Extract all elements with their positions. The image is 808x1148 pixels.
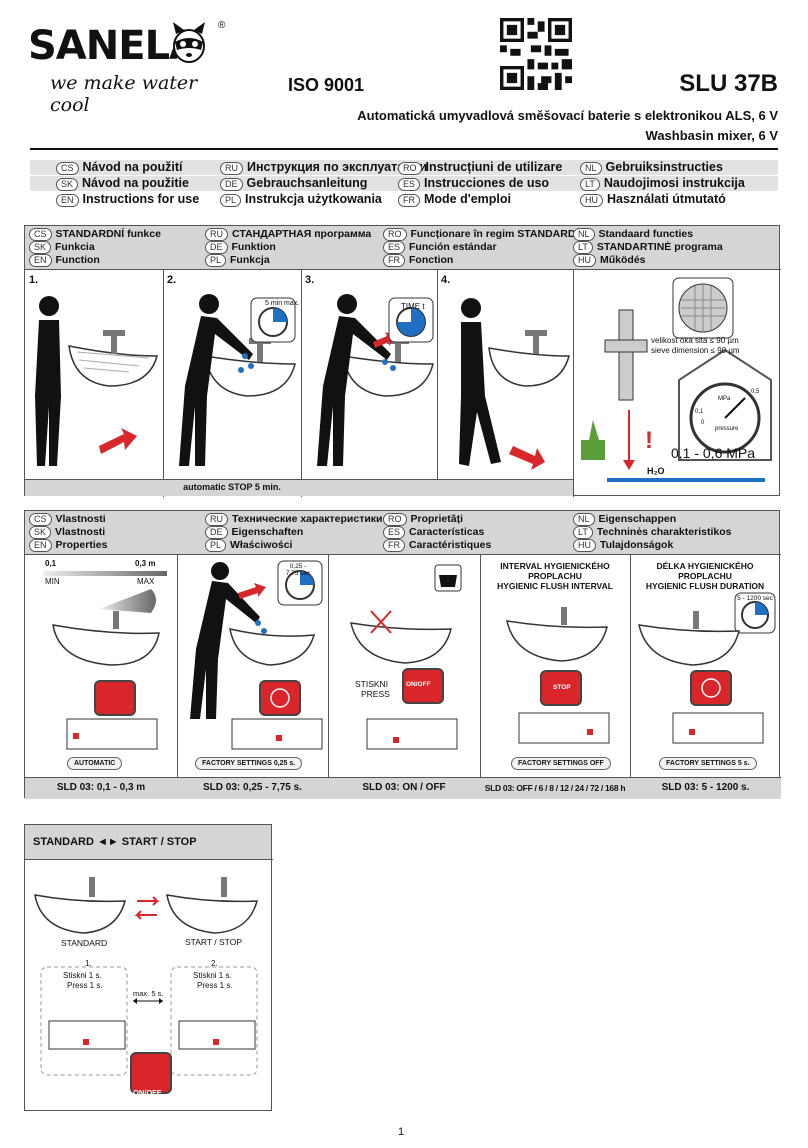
- step-number: 3.: [305, 274, 315, 286]
- step-number: 1.: [29, 274, 39, 286]
- step-number: 2.: [167, 274, 177, 286]
- press-cs: STISKNI: [355, 679, 389, 689]
- standard-header: STANDARD ◄► START / STOP: [25, 825, 271, 859]
- duration-title: PROPLACHU: [678, 571, 732, 581]
- person-leaving-illustration: [459, 298, 570, 470]
- interval-illustration: [506, 607, 610, 744]
- tagline: we make water cool: [50, 72, 198, 116]
- subtitle-cs: Automatická umyvadlová směšovací baterie…: [357, 108, 778, 123]
- svg-text:!: !: [645, 427, 653, 454]
- max-time: max. 5 s.: [133, 989, 164, 998]
- timer-range: 0,25 - 7,75 sec: [285, 563, 311, 577]
- duration-title: DÉLKA HYGIENICKÉHO: [656, 561, 754, 571]
- mode-pill: FACTORY SETTINGS OFF: [511, 757, 611, 770]
- timer-label: TIME t: [401, 302, 425, 311]
- standard-section: STANDARD ◄► START / STOP STANDARD START …: [24, 824, 273, 1111]
- gauge-label: pressure: [715, 426, 739, 432]
- page-number: 1: [398, 1126, 405, 1138]
- range-min-value: 0,1: [45, 559, 57, 568]
- step-number: 4.: [441, 274, 451, 286]
- registered-mark: ®: [218, 20, 226, 31]
- standard-title: STANDARD ◄► START / STOP: [33, 836, 197, 848]
- press-en: Press 1 s.: [197, 981, 233, 990]
- spec-footer: SLD 03: OFF / 6 / 8 / 12 / 24 / 72 / 168…: [484, 783, 626, 793]
- mode-pill: AUTOMATIC: [67, 757, 123, 770]
- press-en: Press 1 s.: [67, 981, 103, 990]
- step-one: 1.: [85, 959, 92, 968]
- hands-under-tap-illustration: [317, 294, 434, 466]
- range-max-label: MAX: [137, 577, 155, 586]
- raccoon-mascot-icon: [173, 22, 205, 63]
- range-max-value: 0,3 m: [135, 559, 156, 568]
- auto-stop-caption: automatic STOP 5 min.: [183, 482, 281, 492]
- washing-hands-illustration: [179, 294, 296, 466]
- spec-footer: SLD 03: 0,1 - 0,3 m: [56, 782, 146, 793]
- duration-timer: 5 - 1200 sec: [737, 595, 773, 602]
- sieve-cs: velikost oka sita ≤ 90 µm: [651, 336, 739, 345]
- step-two: 2.: [211, 959, 218, 968]
- standard-label: STANDARD: [61, 938, 108, 948]
- duration-title: HYGIENIC FLUSH DURATION: [645, 581, 765, 591]
- interval-title: HYGIENIC FLUSH INTERVAL: [497, 581, 613, 591]
- mode-pill: FACTORY SETTINGS 0,25 s.: [195, 757, 303, 770]
- on-off-button-label: ON/OFF: [133, 1088, 162, 1097]
- pressure-range: 0,1 - 0,6 MPa: [671, 445, 756, 461]
- standard-startstop-illustration: [34, 877, 258, 1094]
- stop-label: STOP: [553, 684, 571, 691]
- filter-pressure-illustration: !: [581, 277, 772, 482]
- on-off-illustration: [350, 564, 462, 750]
- brand-name: SANELA: [28, 23, 200, 69]
- divider: [30, 148, 778, 150]
- qr-code-icon: [500, 18, 572, 90]
- subtitle-en: Washbasin mixer, 6 V: [645, 128, 778, 143]
- model-number: SLU 37B: [679, 70, 778, 97]
- gauge-tick: 0,5: [751, 389, 760, 395]
- range-min-label: MIN: [45, 577, 60, 586]
- sieve-en: sieve dimension ≤ 90 µm: [651, 346, 740, 355]
- press-cs: Stiskni 1 s.: [193, 971, 232, 980]
- water-label: H₂O: [647, 466, 665, 476]
- spec-footer: SLD 03: ON / OFF: [362, 782, 446, 793]
- on-off-label: ON/OFF: [406, 681, 431, 688]
- sensor-range-illustration: [43, 571, 167, 750]
- gauge-unit: MPa: [718, 396, 731, 402]
- iso-label: ISO 9001: [288, 75, 365, 95]
- gauge-tick: 0: [701, 420, 705, 426]
- sanela-logo: SANELA ® we make water cool: [28, 20, 225, 116]
- flow-timer-illustration: [190, 560, 323, 750]
- gauge-tick: 0,1: [695, 409, 704, 415]
- interval-title: INTERVAL HYGIENICKÉHO: [500, 561, 610, 571]
- press-en: PRESS: [361, 689, 390, 699]
- press-cs: Stiskni 1 s.: [63, 971, 102, 980]
- spec-footer: SLD 03: 5 - 1200 s.: [661, 782, 750, 793]
- mode-pill: FACTORY SETTINGS 5 s.: [659, 757, 757, 770]
- timer-label: 5 min max.: [265, 300, 300, 307]
- spec-footer: SLD 03: 0,25 - 7,75 s.: [203, 782, 302, 793]
- person-approaching-illustration: [35, 296, 158, 466]
- interval-title: PROPLACHU: [528, 571, 582, 581]
- start-stop-label: START / STOP: [185, 937, 242, 947]
- duration-illustration: [638, 592, 776, 744]
